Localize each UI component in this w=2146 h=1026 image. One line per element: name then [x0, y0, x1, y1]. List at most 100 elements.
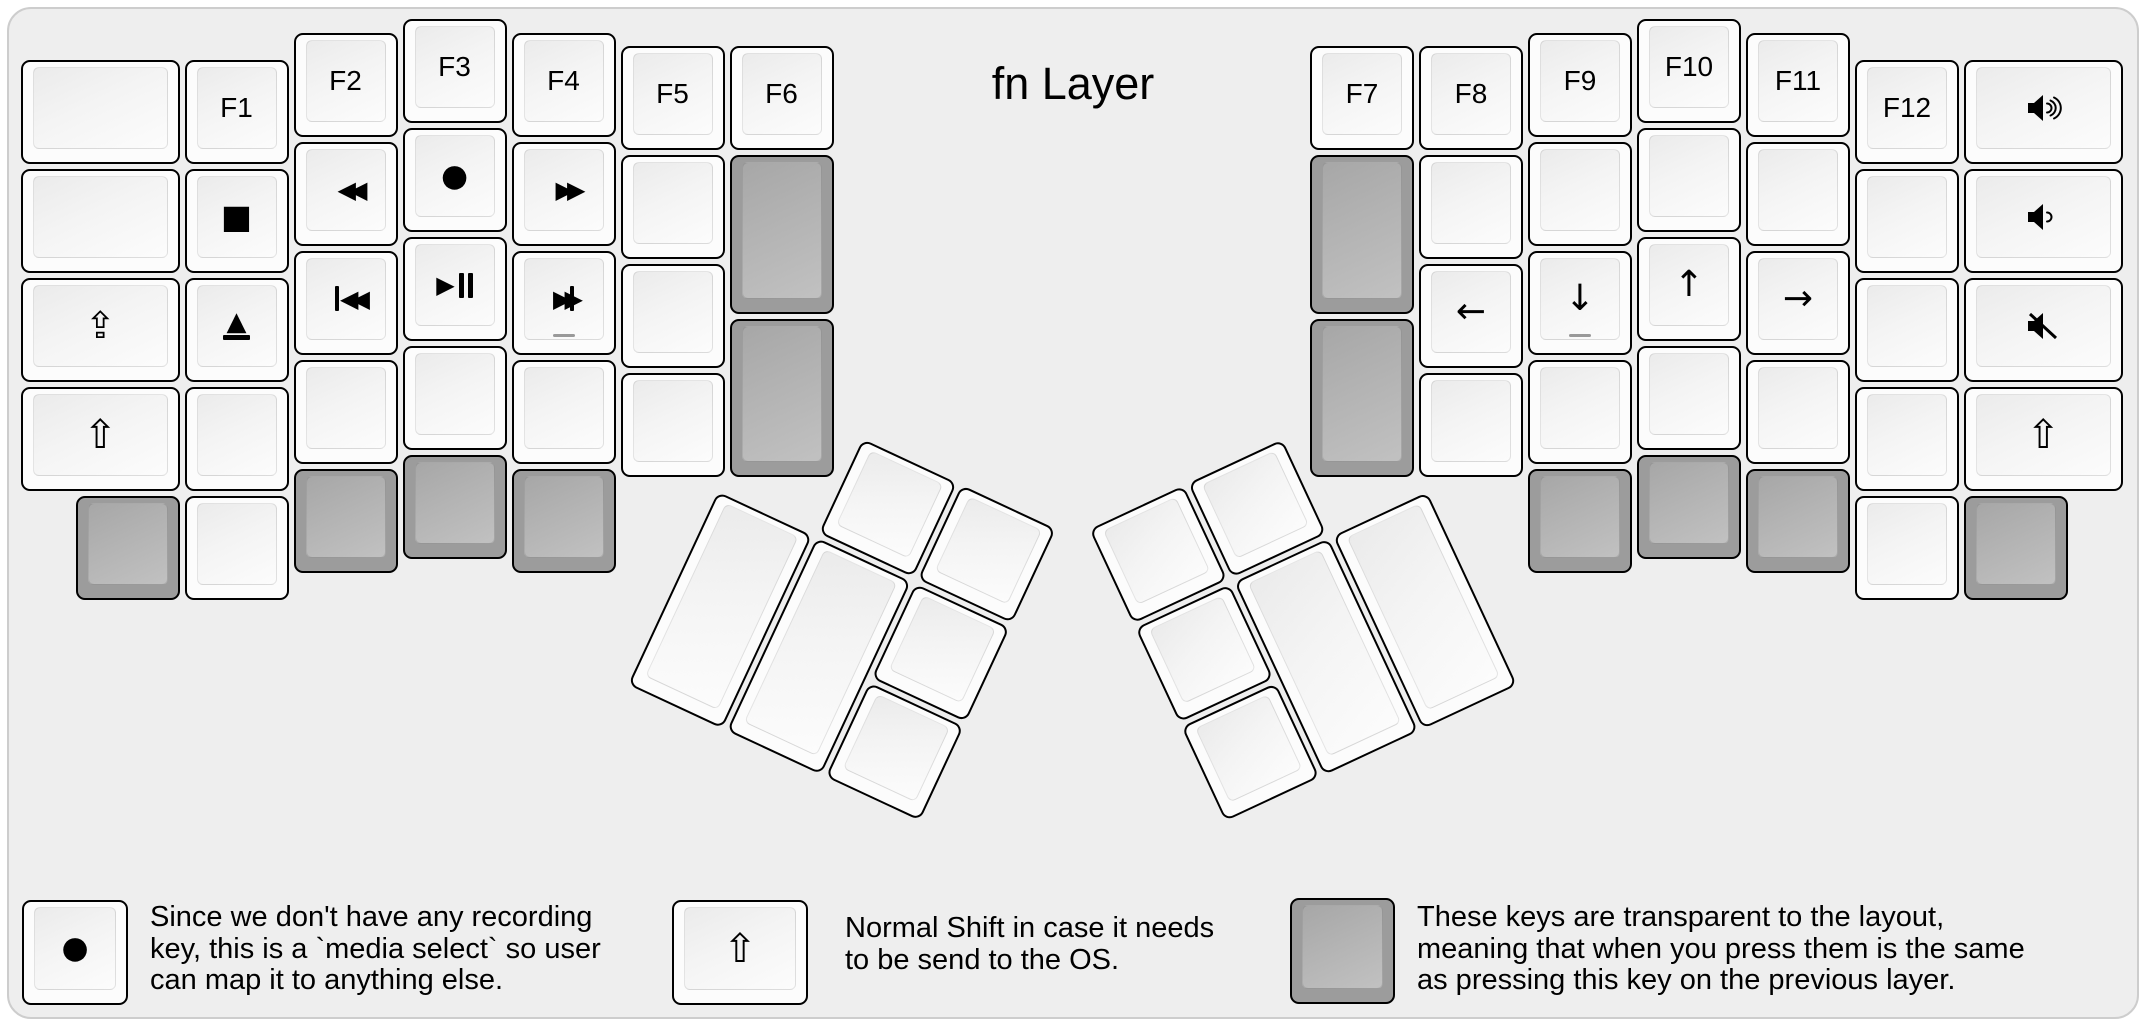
keycap-top — [196, 393, 277, 476]
caps-lock-icon: ⇪ — [84, 304, 116, 348]
record-icon: ● — [440, 157, 469, 194]
key-shift[interactable]: ⇧ — [1964, 386, 2123, 491]
key-shift[interactable]: ⇧ — [21, 386, 180, 491]
key-blank[interactable] — [620, 155, 725, 260]
key-next-track[interactable]: ▶▶ — [511, 250, 616, 355]
key-blank[interactable] — [620, 264, 725, 369]
key-blank[interactable] — [1855, 495, 1959, 600]
key-f1[interactable]: F1 — [184, 59, 289, 164]
key-f5[interactable]: F5 — [620, 46, 725, 151]
key-label: F6 — [765, 78, 798, 110]
keycap-top — [1322, 53, 1402, 136]
keycap-top — [1540, 475, 1620, 558]
key-blank[interactable] — [1637, 128, 1741, 232]
key-f4[interactable]: F4 — [511, 32, 616, 137]
shift-icon: ⇧ — [2026, 411, 2060, 458]
key-label: F9 — [1563, 64, 1597, 96]
key-blank[interactable] — [1855, 386, 1959, 491]
key-blank[interactable] — [1855, 277, 1959, 382]
key-transparent[interactable] — [293, 468, 398, 573]
keycap-top — [1431, 53, 1511, 136]
key-blank[interactable] — [1855, 168, 1959, 273]
key-blank[interactable] — [1419, 155, 1523, 260]
record-icon: ● — [61, 930, 89, 966]
key-blank[interactable] — [1637, 346, 1741, 450]
keycap-top — [1867, 66, 1947, 149]
key-transparent[interactable] — [1310, 155, 1414, 314]
key-blank[interactable] — [184, 495, 289, 600]
keycap-top — [1540, 39, 1620, 122]
key-f8[interactable]: F8 — [1419, 46, 1523, 151]
keycap-top — [414, 26, 495, 108]
keycap-top — [1322, 162, 1402, 299]
key-f7[interactable]: F7 — [1310, 46, 1414, 151]
key-f10[interactable]: F10 — [1637, 19, 1741, 123]
key-caps-lock[interactable]: ⇪ — [21, 277, 180, 382]
key-transparent[interactable] — [1310, 318, 1414, 478]
key-f2[interactable]: F2 — [293, 32, 398, 137]
key-blank[interactable] — [620, 373, 725, 478]
keycap-top — [33, 393, 168, 476]
keycap-top — [414, 462, 495, 544]
key-play-pause[interactable]: ▶ — [402, 237, 507, 341]
arrow-right-icon: → — [1782, 277, 1814, 319]
key-arrow-down[interactable]: ↓ — [1528, 250, 1632, 355]
keycap-top — [33, 284, 168, 367]
legend-key-shift: ⇧ — [672, 900, 808, 1005]
key-f9[interactable]: F9 — [1528, 32, 1632, 137]
keycap-top — [741, 162, 822, 299]
key-fast-forward[interactable]: ▶▶ — [511, 141, 616, 246]
keycap-top — [523, 366, 604, 449]
key-blank[interactable] — [21, 168, 180, 273]
key-arrow-left[interactable]: ← — [1419, 264, 1523, 369]
key-blank[interactable] — [511, 359, 616, 464]
key-blank[interactable] — [293, 359, 398, 464]
key-transparent[interactable] — [1964, 495, 2068, 600]
key-volume-up[interactable] — [1964, 59, 2123, 164]
key-transparent[interactable] — [729, 318, 834, 478]
key-blank[interactable] — [21, 59, 180, 164]
key-f6[interactable]: F6 — [729, 46, 834, 151]
key-label: F7 — [1345, 78, 1379, 110]
key-blank[interactable] — [1746, 141, 1850, 246]
key-label: F12 — [1882, 91, 1932, 123]
homing-bar-icon — [1569, 333, 1591, 337]
key-eject[interactable]: ▲ — [184, 277, 289, 382]
keycap-top — [1758, 366, 1838, 449]
key-blank[interactable] — [1419, 373, 1523, 478]
key-blank[interactable] — [402, 346, 507, 450]
key-label: F2 — [329, 64, 362, 96]
key-stop[interactable]: ■ — [184, 168, 289, 273]
keycap-top — [523, 39, 604, 122]
keycap-top — [684, 907, 796, 990]
key-arrow-right[interactable]: → — [1746, 250, 1850, 355]
key-transparent[interactable] — [1746, 468, 1850, 573]
key-prev-track[interactable]: ◀◀ — [293, 250, 398, 355]
key-f3[interactable]: F3 — [402, 19, 507, 123]
key-f12[interactable]: F12 — [1855, 59, 1959, 164]
key-blank[interactable] — [184, 386, 289, 491]
keycap-top — [1431, 271, 1511, 354]
key-transparent[interactable] — [402, 455, 507, 559]
key-transparent[interactable] — [511, 468, 616, 573]
key-arrow-up[interactable]: ↑ — [1637, 237, 1741, 341]
key-transparent[interactable] — [729, 155, 834, 314]
keycap-top — [34, 907, 116, 990]
key-volume-down[interactable] — [1964, 168, 2123, 273]
key-blank[interactable] — [1528, 141, 1632, 246]
keycap-top — [523, 148, 604, 231]
key-media-select[interactable]: ● — [402, 128, 507, 232]
key-transparent[interactable] — [1637, 455, 1741, 559]
rewind-icon: ◀◀ — [337, 175, 368, 204]
key-transparent[interactable] — [75, 495, 180, 600]
key-transparent[interactable] — [1528, 468, 1632, 573]
volume-up-icon — [1976, 67, 2111, 149]
key-f11[interactable]: F11 — [1746, 32, 1850, 137]
key-label: F4 — [547, 64, 580, 96]
keycap-top — [1867, 284, 1947, 367]
keycap-top — [632, 271, 713, 354]
key-blank[interactable] — [1528, 359, 1632, 464]
key-blank[interactable] — [1746, 359, 1850, 464]
key-rewind[interactable]: ◀◀ — [293, 141, 398, 246]
key-volume-mute[interactable] — [1964, 277, 2123, 382]
